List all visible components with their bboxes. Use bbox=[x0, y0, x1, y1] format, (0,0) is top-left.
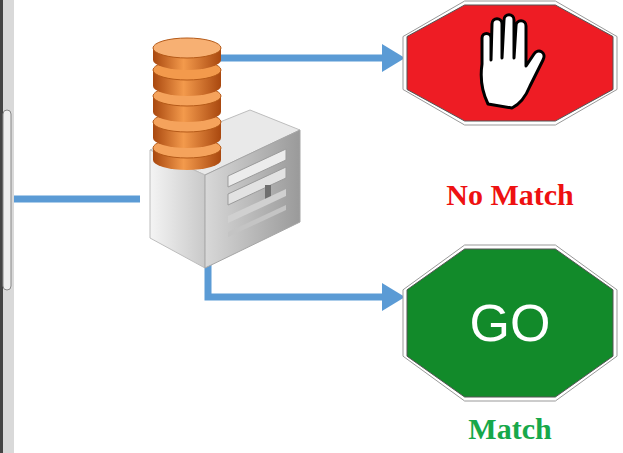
go-sign: GO Match bbox=[402, 244, 618, 446]
wires bbox=[14, 58, 385, 297]
sign-caption: No Match bbox=[402, 178, 618, 212]
database-icon bbox=[153, 38, 221, 170]
stop-sign: No Match bbox=[402, 0, 618, 212]
device-edge bbox=[0, 0, 14, 453]
device-button bbox=[3, 110, 11, 290]
server-tower bbox=[150, 110, 300, 268]
arrow-head bbox=[382, 283, 405, 311]
arrow-head bbox=[382, 44, 405, 72]
sign-text: GO bbox=[402, 293, 618, 353]
hand-symbol bbox=[481, 15, 544, 108]
sign-caption: Match bbox=[402, 412, 618, 446]
octagon-sign bbox=[402, 0, 618, 126]
